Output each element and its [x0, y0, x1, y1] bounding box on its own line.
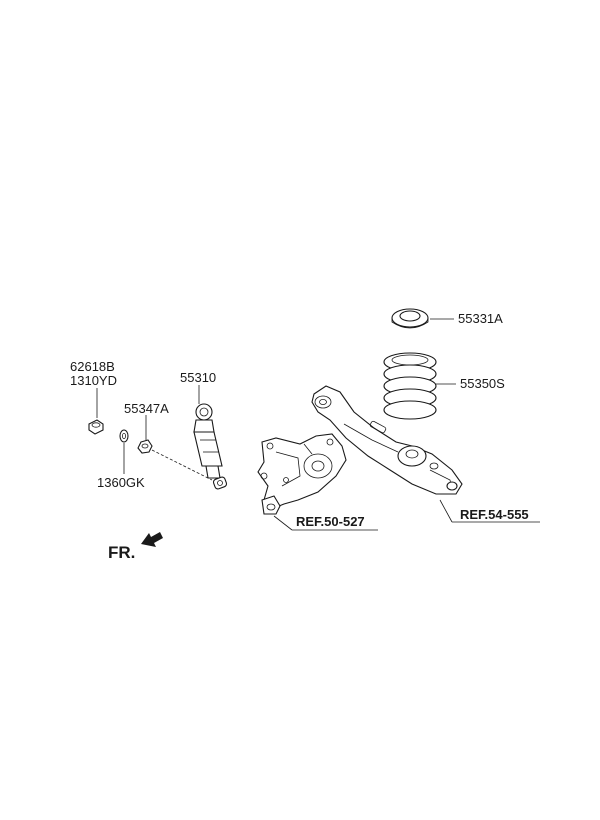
label-62618b: 62618B	[70, 359, 115, 374]
label-55331a: 55331A	[458, 311, 503, 326]
bushing-55347a[interactable]	[137, 439, 153, 454]
front-arrow-icon	[141, 532, 163, 547]
lower-arm[interactable]	[311, 385, 463, 495]
washer-1360gk[interactable]	[119, 429, 129, 443]
label-55350s: 55350S	[460, 376, 505, 391]
rear-knuckle[interactable]	[257, 433, 347, 515]
leader-lines	[96, 318, 540, 531]
label-55347a: 55347A	[124, 401, 169, 416]
shock-absorber[interactable]	[193, 403, 228, 490]
ref-knuckle-label[interactable]: REF.50-527	[296, 514, 365, 529]
ref-arm-label[interactable]: REF.54-555	[460, 507, 529, 522]
front-marker-label: FR.	[108, 543, 136, 562]
label-55310: 55310	[180, 370, 217, 385]
spring-pad[interactable]	[391, 308, 429, 329]
nut-62618b[interactable]	[88, 419, 104, 435]
mount-line	[151, 449, 213, 481]
label-1360gk: 1360GK	[97, 475, 145, 490]
label-1310yd: 1310YD	[70, 373, 117, 388]
coil-spring[interactable]	[383, 352, 437, 420]
